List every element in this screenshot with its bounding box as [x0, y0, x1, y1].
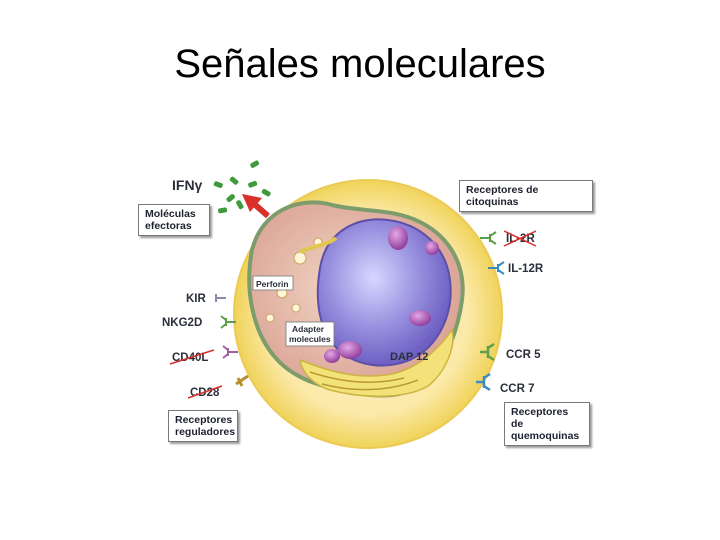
- label-dap12: DAP 12: [390, 351, 428, 363]
- label-il12r: IL-12R: [508, 263, 544, 275]
- receptor-il2r: [480, 231, 497, 245]
- regulatory-line-1: Receptores: [175, 414, 233, 426]
- label-nkg2d: NKG2D: [162, 317, 202, 329]
- label-ccr7: CCR 7: [500, 383, 535, 395]
- label-adapter-2: molecules: [289, 334, 331, 344]
- perforin-box: [252, 275, 294, 291]
- receptor-cd28: [235, 374, 249, 387]
- label-kir: KIR: [186, 293, 207, 305]
- chemokine-line-1: Receptores de: [511, 406, 569, 430]
- adapter-box: [285, 321, 335, 347]
- receptor-nkg2d: [220, 315, 236, 329]
- label-adapter-1: Adapter: [292, 324, 325, 334]
- receptor-cd40l: [222, 345, 238, 359]
- granule: [324, 349, 340, 363]
- strike-cd40l: [169, 349, 215, 365]
- slide-title: Señales moleculares: [174, 42, 546, 86]
- receptor-kir: [215, 294, 226, 302]
- er-line-1: [309, 371, 405, 383]
- secretion-arrow: [242, 194, 270, 219]
- effector-line-1: Moléculas: [145, 208, 196, 220]
- granule: [425, 241, 439, 255]
- regulatory-line-2: reguladores: [175, 426, 236, 438]
- label-ccr5: CCR 5: [506, 349, 541, 361]
- label-perforin: Perforin: [256, 279, 289, 289]
- chemokine-line-2: quemoquinas: [511, 430, 580, 442]
- receptor-il12r: [488, 261, 505, 275]
- regulatory-receptors-box: Receptores reguladores: [168, 410, 238, 442]
- effector-line-2: efectoras: [145, 220, 192, 232]
- granule: [409, 310, 431, 326]
- strike-cd28: [187, 385, 223, 399]
- er-line-2: [321, 379, 419, 391]
- vesicle: [265, 313, 275, 323]
- granule: [388, 226, 408, 250]
- ifn-particles: [213, 160, 271, 214]
- receptor-ccr5: [480, 342, 495, 362]
- vesicle: [291, 303, 301, 313]
- granule: [338, 341, 362, 359]
- effector-molecules-box: Moléculas efectoras: [138, 204, 210, 236]
- strike-il2r: [503, 230, 537, 247]
- golgi: [299, 236, 338, 254]
- cytokine-receptors-label: Receptores de citoquinas: [466, 184, 539, 208]
- label-ifn: IFNγ: [172, 177, 203, 193]
- vesicle: [293, 251, 307, 265]
- receptor-ccr7: [476, 372, 491, 392]
- cytokine-receptors-box: Receptores de citoquinas: [459, 180, 593, 212]
- chemokine-receptors-box: Receptores de quemoquinas: [504, 402, 590, 446]
